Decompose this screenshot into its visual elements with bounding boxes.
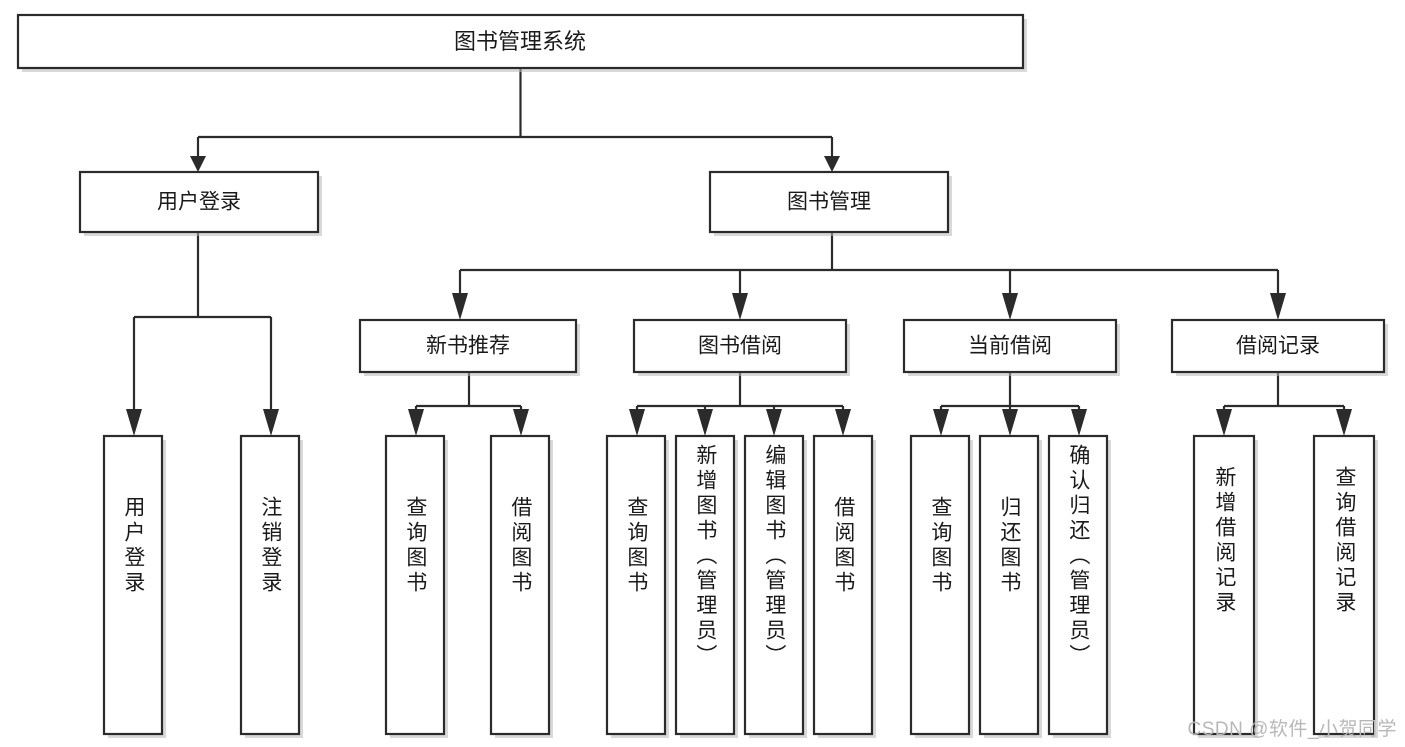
arrowhead-leaf-logout-login <box>263 409 279 436</box>
node-user-login[interactable]: 用户登录 <box>78 170 322 236</box>
node-book-borrow-label: 图书借阅 <box>698 335 782 358</box>
arrowhead-leaf-user-login <box>126 409 142 436</box>
node-borrow-record[interactable]: 借阅记录 <box>1170 318 1388 376</box>
arrowhead-leaf-borrow-book-2 <box>835 409 851 436</box>
node-current-borrow[interactable]: 当前借阅 <box>902 318 1120 376</box>
arrowhead-leaf-query-book-3 <box>933 409 949 436</box>
node-new-book-recommend[interactable]: 新书推荐 <box>358 318 580 376</box>
node-leaf-query-book-3-rect[interactable] <box>909 434 971 736</box>
node-current-borrow-label: 当前借阅 <box>968 335 1052 358</box>
node-leaf-logout-login-rect[interactable] <box>239 434 301 736</box>
node-leaf-query-book-3[interactable] <box>909 434 973 738</box>
node-leaf-edit-book-rect[interactable] <box>743 434 805 736</box>
node-book-manage-rect[interactable] <box>708 170 950 234</box>
node-book-borrow-rect[interactable] <box>632 318 848 374</box>
node-root-label: 图书管理系统 <box>454 29 586 54</box>
node-book-manage-label: 图书管理 <box>787 191 871 214</box>
node-book-manage[interactable]: 图书管理 <box>708 170 952 236</box>
arrowhead-borrow-record <box>1270 293 1286 320</box>
arrowhead-leaf-add-record <box>1216 409 1232 436</box>
node-user-login-label: 用户登录 <box>157 191 241 214</box>
node-leaf-query-book-1[interactable] <box>384 434 448 738</box>
arrowhead-current-borrow <box>1002 293 1018 320</box>
node-borrow-record-rect[interactable] <box>1170 318 1386 374</box>
node-leaf-borrow-book-1-rect[interactable] <box>489 434 551 736</box>
node-leaf-return-book-rect[interactable] <box>978 434 1040 736</box>
node-leaf-confirm-return-rect[interactable] <box>1047 434 1109 736</box>
node-current-borrow-rect[interactable] <box>902 318 1118 374</box>
node-leaf-borrow-book-2[interactable] <box>812 434 876 738</box>
arrowhead-leaf-return-book <box>1002 409 1018 436</box>
node-leaf-user-login-rect[interactable] <box>102 434 164 736</box>
arrowhead-leaf-query-book-1 <box>408 409 424 436</box>
node-user-login-rect[interactable] <box>78 170 320 234</box>
node-leaf-user-login[interactable] <box>102 434 166 738</box>
arrowhead-user-login <box>190 156 206 172</box>
node-leaf-confirm-return[interactable] <box>1047 434 1111 738</box>
arrowhead-book-manage <box>824 156 840 172</box>
node-leaf-logout-login[interactable] <box>239 434 303 738</box>
node-new-book-recommend-label: 新书推荐 <box>426 335 510 358</box>
node-root-rect[interactable] <box>16 13 1025 70</box>
node-leaf-query-book-1-rect[interactable] <box>384 434 446 736</box>
node-leaf-query-record[interactable] <box>1312 434 1378 738</box>
node-leaf-query-record-rect[interactable] <box>1312 434 1376 736</box>
node-leaf-add-record[interactable] <box>1192 434 1258 738</box>
node-leaf-query-book-2-rect[interactable] <box>605 434 667 736</box>
node-new-book-recommend-rect[interactable] <box>358 318 578 374</box>
node-leaf-edit-book[interactable] <box>743 434 807 738</box>
node-borrow-record-label: 借阅记录 <box>1236 335 1320 358</box>
node-leaf-return-book[interactable] <box>978 434 1042 738</box>
node-root[interactable]: 图书管理系统 <box>16 13 1027 72</box>
node-leaf-add-book-rect[interactable] <box>674 434 736 736</box>
node-leaf-add-record-rect[interactable] <box>1192 434 1256 736</box>
arrowhead-leaf-confirm-return <box>1071 409 1087 436</box>
csdn-watermark: CSDN @软件_小贺同学 <box>1187 719 1397 740</box>
arrowhead-leaf-query-record <box>1336 409 1352 436</box>
node-leaf-borrow-book-1[interactable] <box>489 434 553 738</box>
edge-layer <box>126 68 1352 436</box>
arrowhead-leaf-add-book <box>697 409 713 436</box>
arrowhead-book-borrow <box>732 293 748 320</box>
arrowhead-leaf-borrow-book-1 <box>513 409 529 436</box>
arrowhead-new-book-recommend <box>452 293 468 320</box>
node-leaf-query-book-2[interactable] <box>605 434 669 738</box>
node-leaf-borrow-book-2-rect[interactable] <box>812 434 874 736</box>
node-book-borrow[interactable]: 图书借阅 <box>632 318 850 376</box>
node-leaf-add-book[interactable] <box>674 434 738 738</box>
arrowhead-leaf-edit-book <box>766 409 782 436</box>
arrowhead-leaf-query-book-2 <box>629 409 645 436</box>
